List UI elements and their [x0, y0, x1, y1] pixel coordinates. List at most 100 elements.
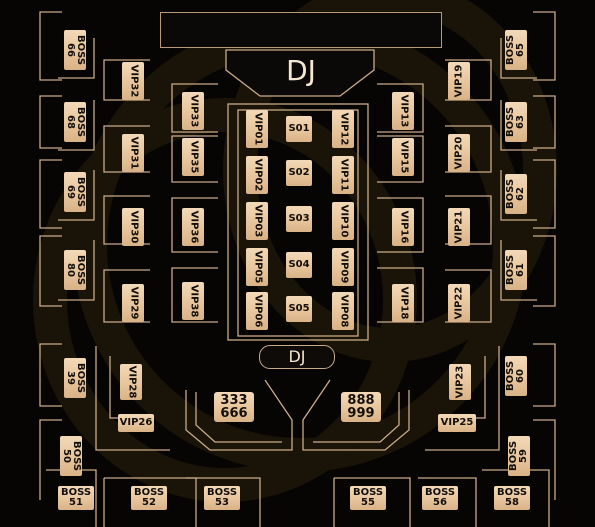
table-label: BOSS 68	[65, 106, 87, 138]
table-label: VIP20	[453, 136, 464, 170]
table-vip-36[interactable]: VIP36	[182, 208, 204, 246]
table-333-666[interactable]: 333 666	[214, 392, 254, 422]
table-label: VIP10	[338, 204, 349, 238]
table-label: VIP31	[128, 136, 139, 170]
table-vip-32[interactable]: VIP32	[122, 62, 144, 100]
table-vip-03[interactable]: VIP03	[246, 202, 268, 240]
table-label: BOSS 63	[505, 106, 527, 138]
table-vip-10[interactable]: VIP10	[332, 202, 354, 240]
table-vip-19[interactable]: VIP19	[448, 62, 470, 100]
table-vip-06[interactable]: VIP06	[246, 292, 268, 330]
table-vip-20[interactable]: VIP20	[448, 134, 470, 172]
table-label: BOSS 51	[60, 487, 92, 508]
table-boss-63[interactable]: BOSS 63	[505, 102, 527, 142]
table-label: BOSS 80	[65, 254, 87, 286]
table-label: VIP02	[252, 158, 263, 192]
table-vip-35[interactable]: VIP35	[182, 138, 204, 176]
table-vip-25[interactable]: VIP25	[438, 414, 476, 432]
table-vip-09[interactable]: VIP09	[332, 248, 354, 286]
table-boss-68[interactable]: BOSS 68	[64, 102, 86, 142]
table-vip-29[interactable]: VIP29	[122, 284, 144, 322]
table-label: 333 666	[220, 393, 248, 421]
dj-booth-label: DJ	[286, 54, 316, 87]
table-label: BOSS 52	[133, 487, 165, 508]
table-label: VIP03	[252, 204, 263, 238]
table-label: BOSS 39	[65, 362, 87, 394]
table-boss-65[interactable]: BOSS 65	[505, 30, 527, 70]
table-label: VIP25	[440, 417, 474, 428]
table-vip-28[interactable]: VIP28	[120, 364, 142, 400]
table-label: S04	[288, 259, 310, 270]
table-vip-05[interactable]: VIP05	[246, 248, 268, 286]
table-label: VIP23	[454, 365, 465, 399]
table-label: BOSS 50	[61, 440, 83, 472]
table-s-03[interactable]: S03	[286, 206, 312, 232]
table-vip-16[interactable]: VIP16	[392, 208, 414, 246]
table-label: VIP05	[252, 250, 263, 284]
table-boss-52[interactable]: BOSS 52	[131, 486, 167, 510]
table-boss-39[interactable]: BOSS 39	[64, 358, 86, 398]
table-boss-56[interactable]: BOSS 56	[422, 486, 458, 510]
table-vip-12[interactable]: VIP12	[332, 110, 354, 148]
table-vip-13[interactable]: VIP13	[392, 92, 414, 130]
table-boss-51[interactable]: BOSS 51	[58, 486, 94, 510]
table-label: VIP06	[252, 294, 263, 328]
table-boss-55[interactable]: BOSS 55	[350, 486, 386, 510]
table-boss-80[interactable]: BOSS 80	[64, 250, 86, 290]
table-vip-22[interactable]: VIP22	[448, 284, 470, 322]
table-vip-31[interactable]: VIP31	[122, 134, 144, 172]
table-s-02[interactable]: S02	[286, 160, 312, 186]
table-label: VIP09	[338, 250, 349, 284]
table-s-05[interactable]: S05	[286, 296, 312, 322]
table-label: VIP15	[398, 140, 409, 174]
table-boss-69[interactable]: BOSS 69	[64, 172, 86, 212]
table-boss-61[interactable]: BOSS 61	[505, 250, 527, 290]
table-boss-60[interactable]: BOSS 60	[505, 356, 527, 396]
table-label: VIP08	[338, 294, 349, 328]
table-vip-11[interactable]: VIP11	[332, 156, 354, 194]
table-label: VIP22	[453, 286, 464, 320]
table-label: BOSS 62	[505, 178, 527, 210]
table-label: VIP38	[188, 284, 199, 318]
table-label: S05	[288, 303, 310, 314]
table-label: VIP33	[188, 94, 199, 128]
table-boss-50[interactable]: BOSS 50	[60, 436, 82, 476]
table-boss-58[interactable]: BOSS 58	[494, 486, 530, 510]
table-vip-01[interactable]: VIP01	[246, 110, 268, 148]
table-boss-59[interactable]: BOSS 59	[508, 436, 530, 476]
table-vip-30[interactable]: VIP30	[122, 208, 144, 246]
table-s-04[interactable]: S04	[286, 252, 312, 278]
table-label: VIP30	[128, 210, 139, 244]
table-label: BOSS 56	[424, 487, 456, 508]
table-label: VIP35	[188, 140, 199, 174]
table-vip-15[interactable]: VIP15	[392, 138, 414, 176]
table-label: BOSS 60	[505, 360, 527, 392]
table-label: VIP01	[252, 112, 263, 146]
table-label: VIP11	[338, 158, 349, 192]
table-label: BOSS 59	[508, 440, 530, 472]
table-boss-66[interactable]: BOSS 66	[64, 30, 86, 70]
table-vip-18[interactable]: VIP18	[392, 284, 414, 322]
table-boss-53[interactable]: BOSS 53	[204, 486, 240, 510]
table-label: BOSS 61	[505, 254, 527, 286]
table-vip-02[interactable]: VIP02	[246, 156, 268, 194]
table-boss-62[interactable]: BOSS 62	[505, 174, 527, 214]
table-label: VIP16	[398, 210, 409, 244]
table-label: VIP21	[453, 210, 464, 244]
table-vip-08[interactable]: VIP08	[332, 292, 354, 330]
table-label: BOSS 69	[65, 176, 87, 208]
table-label: BOSS 66	[65, 34, 87, 66]
table-s-01[interactable]: S01	[286, 116, 312, 142]
table-vip-21[interactable]: VIP21	[448, 208, 470, 246]
table-vip-26[interactable]: VIP26	[118, 414, 154, 432]
table-label: BOSS 65	[505, 34, 527, 66]
table-vip-23[interactable]: VIP23	[449, 364, 471, 400]
table-vip-33[interactable]: VIP33	[182, 92, 204, 130]
table-label: VIP28	[126, 365, 137, 399]
table-vip-38[interactable]: VIP38	[182, 282, 204, 320]
table-888-999[interactable]: 888 999	[341, 392, 381, 422]
table-label: VIP29	[128, 286, 139, 320]
dj-small-booth[interactable]: DJ	[259, 345, 335, 369]
table-label: BOSS 53	[206, 487, 238, 508]
